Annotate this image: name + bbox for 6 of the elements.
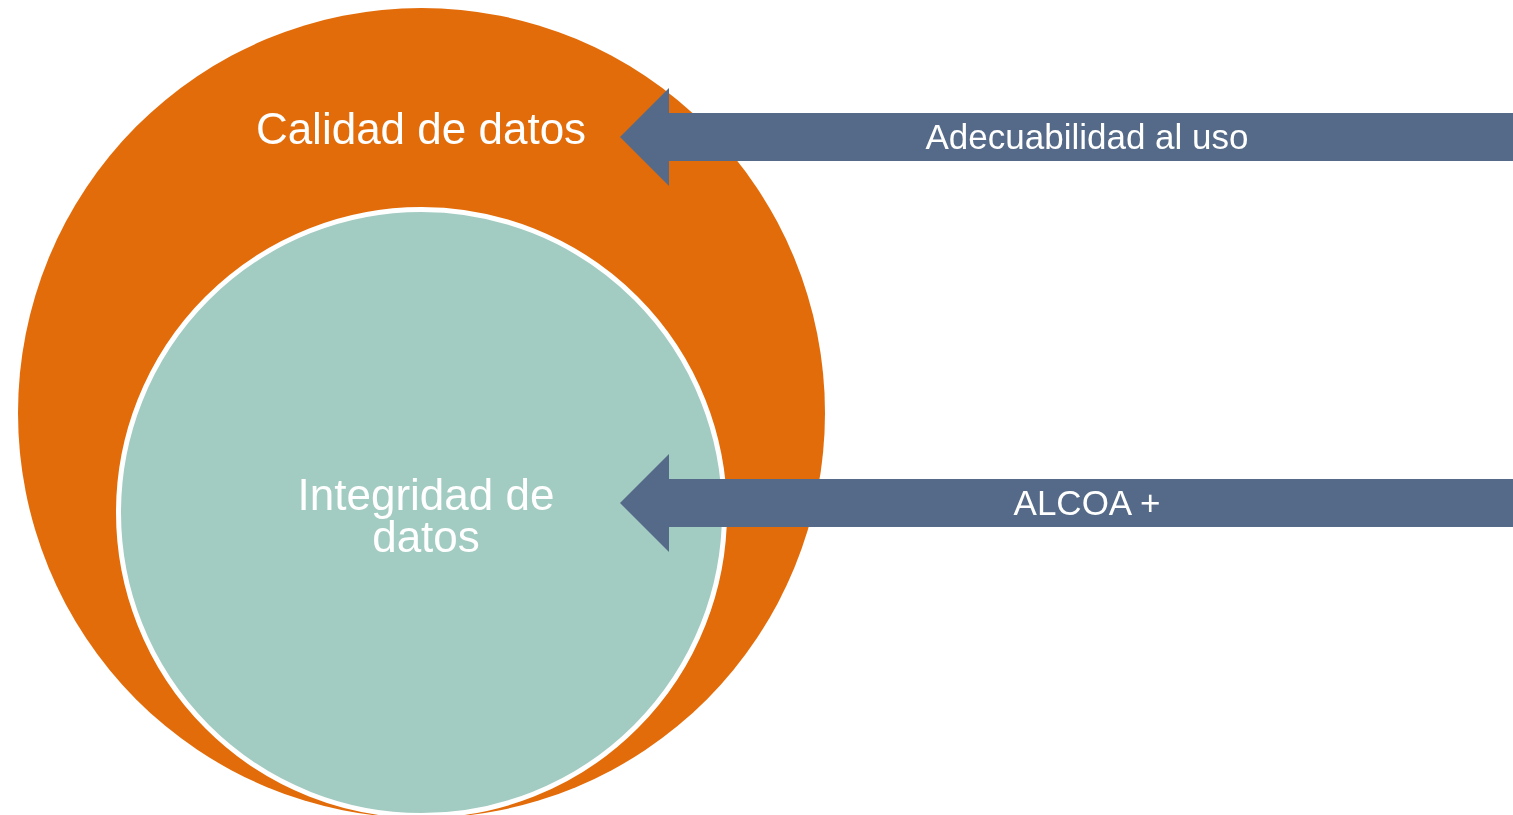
circle-label: Integridad de datos [296, 474, 556, 558]
edge-label: ALCOA + [1013, 483, 1161, 523]
edge-label: Adecuabilidad al uso [925, 117, 1249, 157]
circle-label: Calidad de datos [254, 108, 588, 150]
block-arrow [620, 454, 1513, 552]
block-arrow [620, 88, 1513, 186]
